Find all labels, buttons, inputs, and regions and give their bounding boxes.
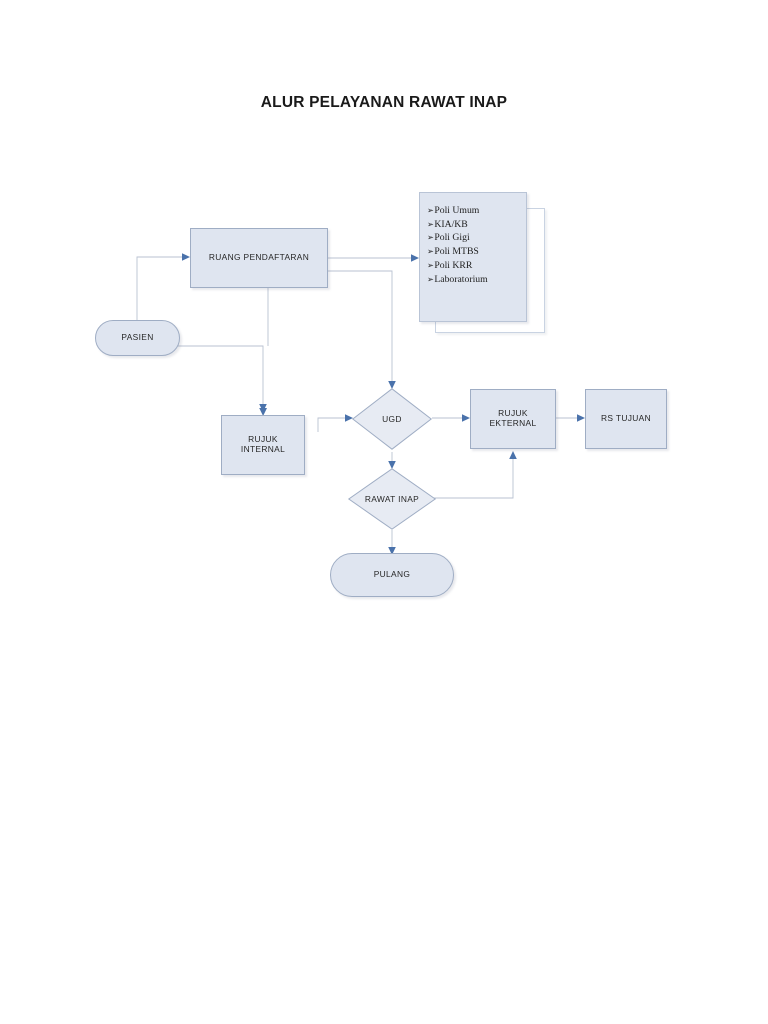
page-title: ALUR PELAYANAN RAWAT INAP <box>260 94 508 111</box>
node-rawat-inap[interactable]: RAWAT INAP <box>347 468 437 530</box>
list-item-label: Poli MTBS <box>434 246 479 258</box>
rawat-inap-diamond-shape <box>347 468 437 530</box>
arrow-bullet-icon: ➢ <box>427 232 434 243</box>
node-rawat-inap-label: RAWAT INAP <box>364 494 420 504</box>
edge-pasien-to-ruang-pendaftaran <box>136 253 190 320</box>
edge-pasien-to-rujuk-internal <box>136 345 267 416</box>
node-pasien-label: PASIEN <box>121 332 154 343</box>
arrow-bullet-icon: ➢ <box>427 259 434 270</box>
edge-rujuk-ekternal-to-rs-tujuan <box>556 414 585 422</box>
node-pulang-label: PULANG <box>373 569 411 580</box>
list-item-label: Poli Gigi <box>434 232 470 244</box>
node-rujuk-ekternal[interactable]: RUJUK EKTERNAL <box>470 389 556 449</box>
list-item[interactable]: ➢ Laboratorium <box>427 273 526 287</box>
arrow-bullet-icon: ➢ <box>427 205 434 215</box>
edge-rawat-inap-to-rujuk-ekternal <box>432 451 517 499</box>
list-item-label: Poli KRR <box>434 259 473 271</box>
node-rujuk-internal-label: RUJUK INTERNAL <box>240 434 286 454</box>
list-item[interactable]: ➢ Poli KRR <box>427 259 526 273</box>
node-ruang-pendaftaran[interactable]: RUANG PENDAFTARAN <box>190 228 328 288</box>
list-item-label: Poli Umum <box>434 205 480 216</box>
list-item[interactable]: ➢ Poli Gigi <box>427 231 526 245</box>
node-pulang[interactable]: PULANG <box>330 553 454 597</box>
edge-ugd-to-rujuk-ekternal <box>432 414 470 422</box>
node-rs-tujuan-label: RS TUJUAN <box>601 413 651 424</box>
edge-ruang-pendaftaran-to-poliklinik <box>328 254 419 262</box>
edge-pasien-to-ugd <box>267 270 396 389</box>
arrow-bullet-icon: ➢ <box>427 273 434 284</box>
ugd-diamond-shape <box>351 388 433 450</box>
edge-rawat-inap-to-pulang <box>388 530 396 555</box>
edge-rujuk-internal-to-ugd <box>317 414 353 432</box>
arrow-bullet-icon: ➢ <box>427 218 434 229</box>
list-item-label: Laboratorium <box>434 273 488 285</box>
node-ruang-pendaftaran-label: RUANG PENDAFTARAN <box>208 252 310 263</box>
arrow-bullet-icon: ➢ <box>427 246 434 257</box>
list-item-label: KIA/KB <box>434 218 468 230</box>
node-rs-tujuan[interactable]: RS TUJUAN <box>585 389 667 449</box>
node-pasien[interactable]: PASIEN <box>95 320 180 356</box>
edge-ugd-to-rawat-inap <box>388 452 396 469</box>
list-item[interactable]: ➢ KIA/KB <box>427 218 526 232</box>
list-item[interactable]: ➢ Poli MTBS <box>427 245 526 259</box>
list-item[interactable]: ➢ Poli Umum <box>427 204 526 218</box>
node-ugd-label: UGD <box>382 414 402 424</box>
node-rujuk-ekternal-label: RUJUK EKTERNAL <box>489 408 537 428</box>
node-poliklinik-list[interactable]: ➢ Poli Umum ➢ KIA/KB ➢ Poli Gigi ➢ Poli … <box>419 192 527 322</box>
node-ugd[interactable]: UGD <box>351 388 433 450</box>
node-rujuk-internal[interactable]: RUJUK INTERNAL <box>221 415 305 475</box>
